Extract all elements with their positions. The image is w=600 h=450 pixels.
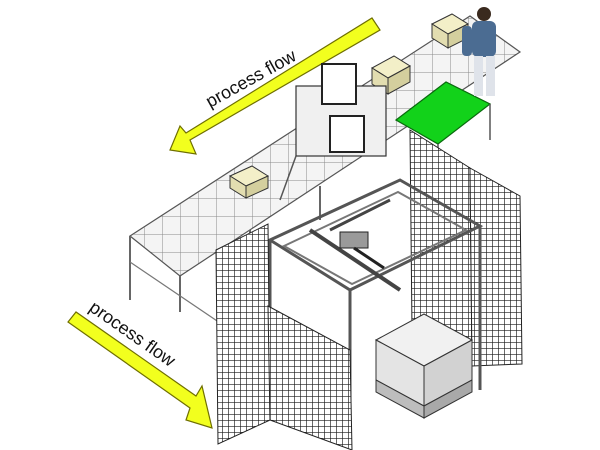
gantry-robot-head — [339, 231, 385, 270]
operator-figure — [462, 7, 496, 96]
upper-flow-arrow — [169, 17, 381, 155]
box-on-conveyor-2 — [371, 55, 411, 95]
box-on-conveyor-1 — [228, 165, 270, 199]
work-table — [394, 81, 492, 176]
pallet-stack — [374, 313, 474, 419]
lower-flow-arrow — [67, 311, 213, 429]
carton-station — [279, 63, 387, 201]
robot-cell-enclosure — [215, 129, 523, 450]
